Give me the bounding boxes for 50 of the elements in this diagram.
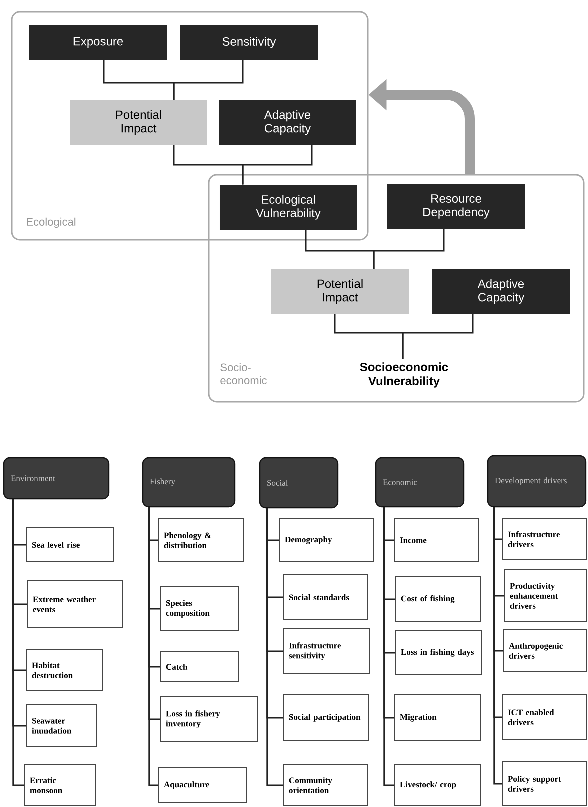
group-label: Ecological <box>27 218 76 228</box>
concept-box: Sensitivity <box>180 25 318 60</box>
indicator-box: Migration <box>394 694 482 742</box>
indicator-box: Livestock/ crop <box>394 764 482 806</box>
connector-line <box>402 314 474 360</box>
indicator-box: Sea level rise <box>26 528 114 562</box>
indicator-box: Extreme weather events <box>28 580 124 628</box>
tree-connector <box>148 508 158 786</box>
group-label: Socio- economic <box>220 363 267 385</box>
connector-line <box>373 229 445 270</box>
indicator-box: Anthropogenic drivers <box>504 630 588 672</box>
indicator-box: Aquaculture <box>158 768 248 804</box>
category-header: Economic <box>375 457 465 508</box>
concept-box: Exposure <box>29 25 168 60</box>
indicator-box: Phenology & distribution <box>158 518 244 562</box>
category-header: Development drivers <box>487 455 587 508</box>
indicator-box: Income <box>394 518 480 562</box>
indicator-box: Habitat destruction <box>26 650 104 692</box>
indicator-box: Productivity enhancement drivers <box>504 570 588 622</box>
indicator-box: Social participation <box>284 694 370 742</box>
indicator-box: Community orientation <box>284 764 368 806</box>
indicator-box: Erratic monsoon <box>24 764 96 806</box>
connector-line <box>173 60 244 100</box>
indicator-box: Loss in fishery inventory <box>160 696 258 742</box>
tree-connector <box>384 508 394 786</box>
concept-box: Potential Impact <box>70 100 208 146</box>
indicator-box: Policy support drivers <box>502 762 588 806</box>
tree-connector <box>494 508 502 785</box>
tree-connector <box>12 500 24 786</box>
concept-box: Ecological Vulnerability <box>220 185 357 230</box>
concept-box: Resource Dependency <box>387 184 526 230</box>
indicator-box: Catch <box>160 652 240 682</box>
concept-box: Adaptive Capacity <box>432 269 570 314</box>
category-header: Fishery <box>142 457 236 508</box>
connector-line <box>242 145 313 185</box>
concept-box: Potential Impact <box>271 269 410 314</box>
category-header: Environment <box>3 457 110 500</box>
indicator-box: Infrastructure sensitivity <box>284 628 370 674</box>
indicator-box: Loss in fishing days <box>396 630 482 676</box>
indicator-box: Seawater inundation <box>26 704 98 748</box>
indicator-box: Infrastructure drivers <box>502 518 588 560</box>
category-header: Social <box>259 457 339 509</box>
indicator-box: ICT enabled drivers <box>502 694 588 740</box>
tree-connector <box>266 508 284 786</box>
indicator-box: Social standards <box>284 574 368 620</box>
result-text: Socioeconomic Vulnerability <box>360 362 448 388</box>
indicator-box: Species composition <box>160 586 240 632</box>
concept-box: Adaptive Capacity <box>219 100 356 146</box>
indicator-box: Cost of fishing <box>396 576 482 622</box>
indicator-box: Demography <box>280 518 374 562</box>
